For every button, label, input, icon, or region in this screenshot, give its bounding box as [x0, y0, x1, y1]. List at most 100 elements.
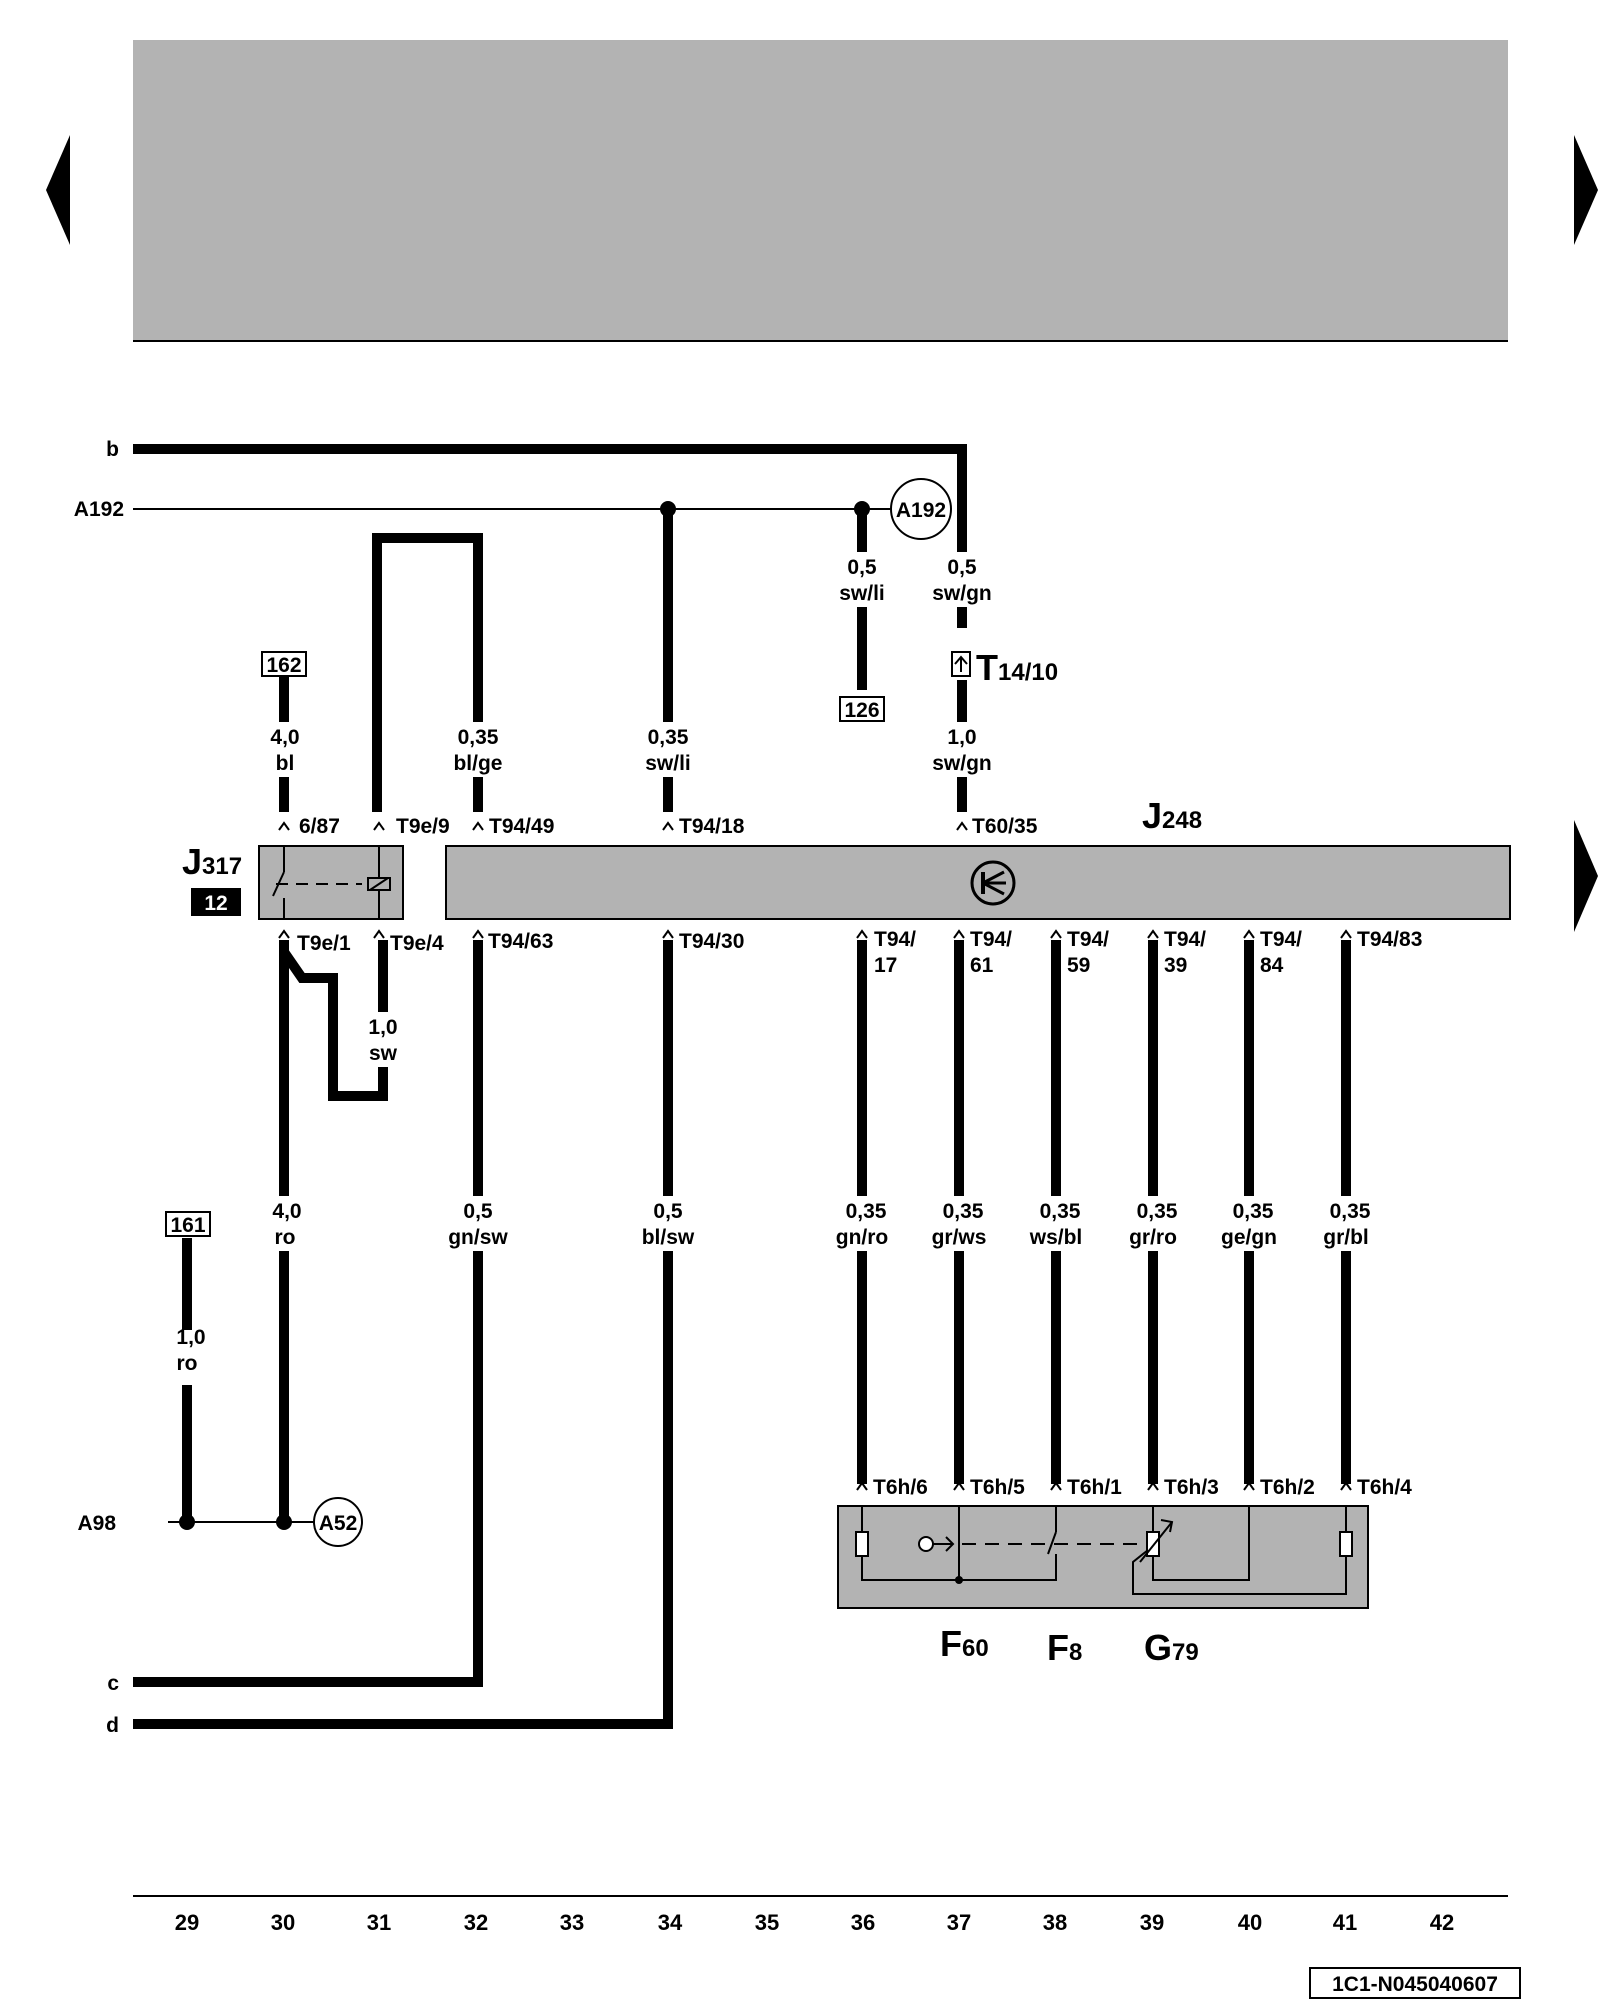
J317-badge-label: 12: [204, 892, 227, 915]
pin-label: 59: [1067, 954, 1090, 977]
pin-label: 17: [874, 954, 897, 977]
pin-label: 39: [1164, 954, 1187, 977]
relay-contact-icon: [272, 846, 391, 919]
wire-label: 0,5: [947, 556, 977, 579]
line-label-A98: A98: [77, 1512, 116, 1535]
wire-label: 0,35: [1330, 1200, 1371, 1223]
wire-label: gn/ro: [836, 1226, 889, 1249]
pin-label: T6h/4: [1357, 1476, 1412, 1499]
component-label-F8: F8: [1047, 1627, 1082, 1668]
column-number: 37: [947, 1910, 971, 1935]
wire-label: bl: [276, 752, 295, 775]
pin-label: T9e/1: [297, 932, 351, 955]
column-number: 30: [271, 1910, 295, 1935]
wire-label: ge/gn: [1221, 1226, 1277, 1249]
pin-label: T6h/6: [873, 1476, 928, 1499]
wire-label: ws/bl: [1029, 1226, 1083, 1249]
ground-point-A192: [890, 478, 952, 540]
pin-label: T6h/1: [1067, 1476, 1122, 1499]
pin-markers: [278, 821, 1352, 1491]
column-number: 40: [1238, 1910, 1262, 1935]
wire-label: 1,0: [176, 1326, 205, 1349]
pin-label: T94/: [874, 928, 916, 951]
right-arrow-icon[interactable]: [1574, 135, 1598, 245]
pin-label: T94/30: [679, 930, 744, 953]
pin-label: T94/: [970, 928, 1012, 951]
wire-label: 0,35: [1233, 1200, 1274, 1223]
reference-boxes: [165, 651, 885, 1237]
column-number: 39: [1140, 1910, 1164, 1935]
wire-label: sw: [369, 1042, 398, 1065]
junction-dot-F60: [955, 1576, 963, 1584]
right-arrow-icon-2[interactable]: [1574, 820, 1598, 932]
wire-label: ro: [275, 1226, 296, 1249]
wire-label: 1,0: [368, 1016, 397, 1039]
ground-label-A52: A52: [319, 1512, 358, 1535]
column-number: 42: [1430, 1910, 1454, 1935]
wire-label: 1,0: [947, 726, 976, 749]
pin-label: T94/83: [1357, 928, 1422, 951]
pin-label: 6/87: [299, 815, 340, 838]
pin-labels: 6/87 T9e/9 T94/49 T94/18 T60/35 T9e/1 T9…: [297, 815, 1422, 1499]
wire-label: sw/li: [839, 582, 885, 605]
wire-label: 0,5: [463, 1200, 493, 1223]
pin-label: T94/49: [489, 815, 554, 838]
line-label-A192: A192: [74, 498, 124, 521]
pin-label: T60/35: [972, 815, 1038, 838]
pin-label: T94/: [1067, 928, 1109, 951]
wire-label: gr/ws: [932, 1226, 987, 1249]
ref-162: 162: [266, 654, 301, 677]
wire-label: gn/sw: [448, 1226, 508, 1249]
component-label-G79: G79: [1144, 1627, 1199, 1668]
pin-label: T6h/2: [1260, 1476, 1315, 1499]
wire-label: sw/gn: [932, 582, 992, 605]
component-label-F60: F60: [940, 1623, 989, 1664]
ground-label-A192: A192: [896, 499, 946, 522]
wire-label: 0,35: [846, 1200, 887, 1223]
wire-label: 0,5: [653, 1200, 683, 1223]
wire-label: sw/li: [645, 752, 691, 775]
sensor-internal-circuit: [855, 1506, 1353, 1595]
wire-label: 0,35: [458, 726, 499, 749]
column-number: 41: [1333, 1910, 1357, 1935]
header-panel: [133, 40, 1508, 340]
pin-label: T94/63: [488, 930, 553, 953]
J317-badge: [191, 888, 241, 916]
wire-label: gr/bl: [1323, 1226, 1369, 1249]
ground-point-A52: [313, 1497, 363, 1547]
thin-wires: [133, 508, 890, 1523]
wire-label: bl/sw: [642, 1226, 695, 1249]
column-number: 38: [1043, 1910, 1067, 1935]
ref-161: 161: [170, 1214, 205, 1237]
pin-label: 84: [1260, 954, 1284, 977]
wire-label: 0,35: [1040, 1200, 1081, 1223]
connector-T14-icon: [951, 651, 971, 677]
diagram-id: 1C1-N045040607: [1332, 1973, 1498, 1996]
wire-31-32-loop: [372, 533, 483, 812]
pin-label: T6h/5: [970, 1476, 1025, 1499]
pin-label: T94/18: [679, 815, 745, 838]
wire-label: 0,35: [1137, 1200, 1178, 1223]
transistor-icon: [970, 860, 1016, 906]
splice-dots: [179, 501, 870, 1530]
pin-label: T94/: [1260, 928, 1302, 951]
wire-label: 4,0: [270, 726, 299, 749]
line-label-b: b: [106, 438, 119, 461]
sensor-box-F60-F8-G79: [837, 1505, 1369, 1609]
column-number: 36: [851, 1910, 875, 1935]
column-number: 33: [560, 1910, 584, 1935]
pin-label: T9e/4: [390, 932, 444, 955]
pin-label: T94/: [1164, 928, 1206, 951]
line-label-c: c: [107, 1672, 119, 1695]
left-arrow-icon[interactable]: [46, 135, 70, 245]
wire-label: ro: [177, 1352, 198, 1375]
pin-label: T6h/3: [1164, 1476, 1219, 1499]
column-number: 35: [755, 1910, 779, 1935]
connector-label-T14-10: T14/10: [976, 647, 1058, 688]
wire-labels: 0,5 sw/li 0,5 sw/gn 4,0 bl 0,35 bl/ge 0,…: [176, 556, 1370, 1375]
column-number: 34: [658, 1910, 683, 1935]
pin-label: 61: [970, 954, 994, 977]
column-number: 31: [367, 1910, 391, 1935]
